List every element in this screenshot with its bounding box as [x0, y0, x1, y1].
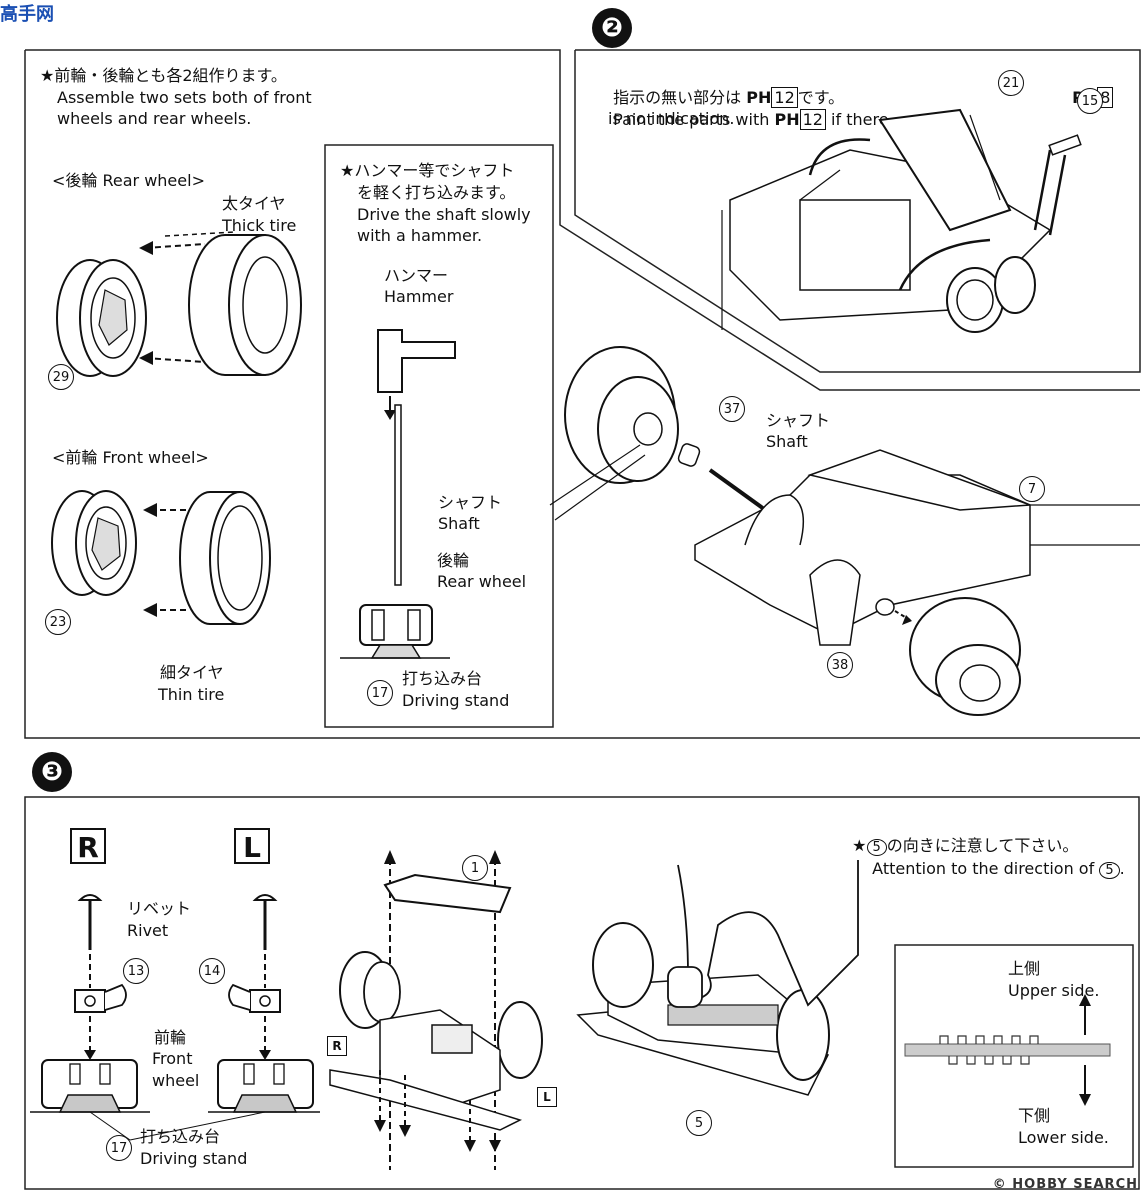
part-29-label: 29 — [48, 364, 74, 390]
part-13-label: 13 — [123, 958, 149, 984]
rear-wheel-label: <後輪 Rear wheel> — [52, 171, 205, 190]
part-37-label: 37 — [719, 396, 745, 422]
hammer-rear-jp: 後輪 — [437, 551, 470, 570]
attention-star: ★ — [852, 836, 867, 855]
wheels-note-jp: ★前輪・後輪とも各2組作ります。 — [40, 66, 287, 85]
front-wheel-en-2: wheel — [152, 1071, 200, 1090]
attention-jp-text: の向きに注意して下さい。 — [886, 836, 1079, 855]
wheels-note-en-2: wheels and rear wheels. — [57, 109, 252, 128]
ph-paint-mark: PH — [746, 88, 772, 107]
chassis-body-drawing — [721, 108, 1082, 333]
hammer-label-jp: ハンマー — [384, 266, 449, 285]
step2-shaft-en: Shaft — [766, 432, 808, 451]
paint-code-box: 8 — [1097, 87, 1114, 108]
hammer-rear-en: Rear wheel — [437, 572, 527, 591]
front-axle-assembly-drawing — [329, 850, 543, 1170]
part-17-label-hammer: 17 — [367, 680, 393, 706]
step2-note-en-1a: Paint the parts with — [613, 110, 770, 129]
step-3-number: ❸ — [32, 752, 72, 792]
upper-side-jp: 上側 — [1008, 959, 1041, 978]
part-14-label: 14 — [199, 958, 225, 984]
front-wheel-drawing — [51, 490, 271, 625]
thick-tire-jp: 太タイヤ — [222, 194, 286, 213]
shaft-assembly-drawing — [549, 346, 1140, 716]
part-7-label: 7 — [1019, 476, 1045, 502]
site-watermark-logo: 高手网 — [0, 0, 75, 40]
ph-paint-mark: PH — [774, 110, 800, 129]
hobby-search-credit: © HOBBY SEARCH — [992, 1177, 1138, 1192]
part-15-label: 15 — [1077, 88, 1103, 114]
hammer-stand-en: Driving stand — [402, 691, 510, 710]
part-1-label: 1 — [462, 855, 488, 881]
hand-press-drawing — [576, 860, 859, 1096]
rear-wheel-drawing — [56, 231, 302, 377]
hammer-note-jp-1: ★ハンマー等でシャフト — [340, 161, 515, 180]
part-23-label: 23 — [45, 609, 71, 635]
hammer-note-en-1: Drive the shaft slowly — [357, 205, 531, 224]
wheels-note-en-1: Assemble two sets both of front — [57, 88, 312, 107]
lower-side-en: Lower side. — [1018, 1128, 1109, 1147]
thin-tire-jp: 細タイヤ — [160, 663, 224, 682]
r-mark-small: R — [327, 1036, 347, 1056]
step2-note-en-2: is no indication. — [608, 109, 735, 128]
right-side-label: R — [70, 828, 106, 864]
hammer-note-jp-2: を軽く打ち込みます。 — [357, 183, 516, 202]
hammer-note-en-2: with a hammer. — [357, 226, 483, 245]
rivet-assembly-drawing — [30, 894, 320, 1141]
direction-detail-inset — [894, 944, 1134, 1168]
rivet-jp: リベット — [127, 899, 192, 918]
attention-en-text: Attention to the direction of — [872, 859, 1095, 878]
paint-code-box: 12 — [799, 109, 826, 130]
rivet-en: Rivet — [127, 921, 169, 940]
front-wheel-label: <前輪 Front wheel> — [52, 448, 209, 467]
step2-note-jp-text: 指示の無い部分は — [613, 88, 742, 107]
site-name: 高手网 — [0, 4, 54, 25]
upper-side-en: Upper side. — [1008, 981, 1100, 1000]
hammer-shaft-en: Shaft — [438, 514, 480, 533]
left-side-label: L — [234, 828, 270, 864]
lower-side-jp: 下側 — [1018, 1106, 1051, 1125]
front-wheel-en-1: Front — [152, 1049, 193, 1068]
step2-note-jp-end: です。 — [797, 88, 845, 107]
step2-note-en-1b: if there — [831, 110, 889, 129]
step3-stand-jp: 打ち込み台 — [140, 1127, 221, 1146]
part-38-label: 38 — [827, 652, 853, 678]
l-mark-small: L — [537, 1087, 557, 1107]
part-5-label: 5 — [686, 1110, 712, 1136]
attention-en-end: . — [1119, 859, 1125, 878]
attention-en: Attention to the direction of 5. — [862, 836, 1125, 882]
thick-tire-en: Thick tire — [222, 216, 297, 235]
part-5-ref: 5 — [1099, 862, 1120, 879]
thin-tire-en: Thin tire — [158, 685, 225, 704]
paint-code-box: 12 — [771, 87, 798, 108]
part-17-label-step3: 17 — [106, 1135, 132, 1161]
part-5-ref: 5 — [866, 839, 887, 856]
step3-stand-en: Driving stand — [140, 1149, 248, 1168]
front-wheel-jp: 前輪 — [154, 1028, 187, 1047]
hammer-stand-jp: 打ち込み台 — [402, 669, 483, 688]
hammer-shaft-jp: シャフト — [438, 493, 503, 512]
hammer-label-en: Hammer — [384, 287, 454, 306]
part-21-label: 21 — [998, 70, 1024, 96]
hammer-drawing — [340, 329, 456, 659]
step2-shaft-jp: シャフト — [766, 411, 831, 430]
step-2-number: ❷ — [592, 8, 632, 48]
